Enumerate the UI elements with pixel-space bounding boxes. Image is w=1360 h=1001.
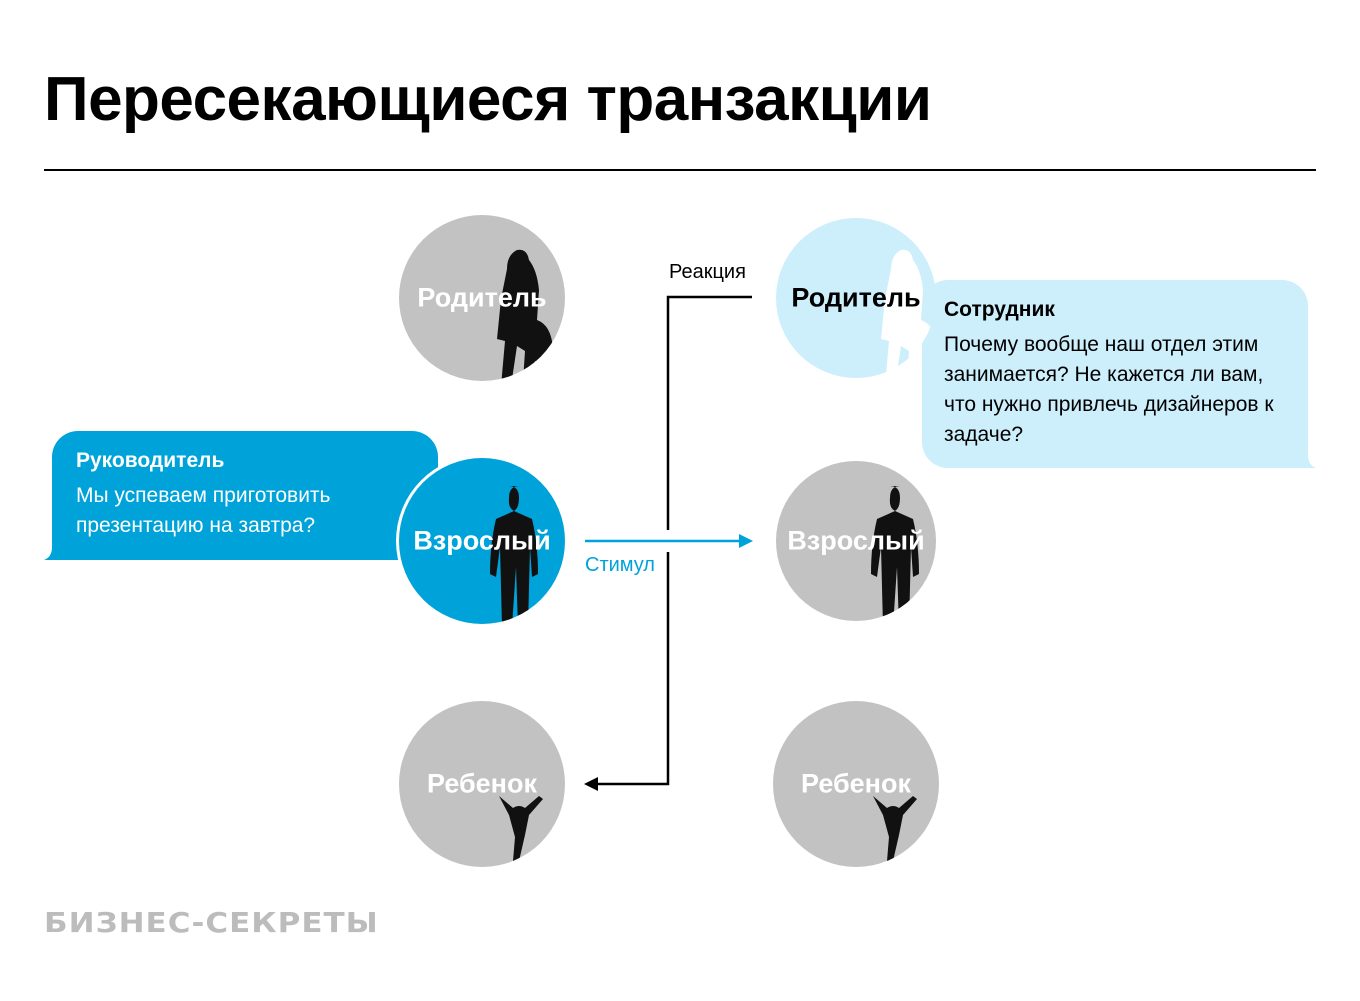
bubble-speaker: Руководитель: [76, 449, 225, 472]
ego-state-label: Взрослый: [413, 525, 551, 556]
ego-state-label: Родитель: [417, 282, 547, 313]
reaction-label: Реакция: [669, 261, 746, 283]
title-divider: [44, 169, 1316, 171]
left-bubble-tail: [44, 547, 64, 560]
brand-logo: БИЗНЕС-СЕКРЕТЫ: [44, 906, 379, 940]
ego-state-label: Взрослый: [787, 525, 925, 556]
stimulus-label: Стимул: [585, 554, 655, 576]
ego-state-child-right: Ребенок: [773, 701, 939, 867]
ego-state-label: Ребенок: [426, 768, 537, 799]
ego-state-parent-right: Родитель: [776, 218, 936, 378]
bubble-speaker: Сотрудник: [944, 298, 1055, 321]
stimulus-arrowhead: [739, 534, 753, 548]
right-speech-bubble: Сотрудник Почему вообще наш отдел этим з…: [922, 280, 1308, 468]
child-silhouette-icon: [873, 796, 917, 861]
child-silhouette-icon: [499, 796, 543, 861]
reaction-arrowhead: [584, 777, 598, 791]
ego-state-label: Ребенок: [800, 768, 911, 799]
reaction-arrow-line-lower: [596, 552, 670, 786]
left-speech-bubble: Руководитель Мы успеваем приготовить пре…: [52, 431, 438, 560]
ego-state-adult-left: Взрослый: [399, 458, 565, 624]
adult-silhouette-icon: [871, 486, 919, 621]
parent-silhouette-icon: [497, 249, 553, 381]
bubble-message: Почему вообще наш отдел этим занимается?…: [944, 333, 1274, 446]
right-bubble-tail: [1296, 455, 1316, 468]
ego-state-child-left: Ребенок: [399, 701, 565, 867]
reaction-arrow-line: [666, 295, 752, 530]
ego-state-label: Родитель: [791, 282, 921, 313]
ego-state-parent-left: Родитель: [399, 215, 565, 381]
parent-silhouette-icon: [881, 249, 936, 378]
bubble-message: Мы успеваем приготовить презентацию на з…: [76, 484, 331, 537]
adult-silhouette-icon: [490, 486, 538, 624]
ego-state-adult-right: Взрослый: [776, 461, 936, 621]
page-title: Пересекающиеся транзакции: [44, 65, 932, 134]
